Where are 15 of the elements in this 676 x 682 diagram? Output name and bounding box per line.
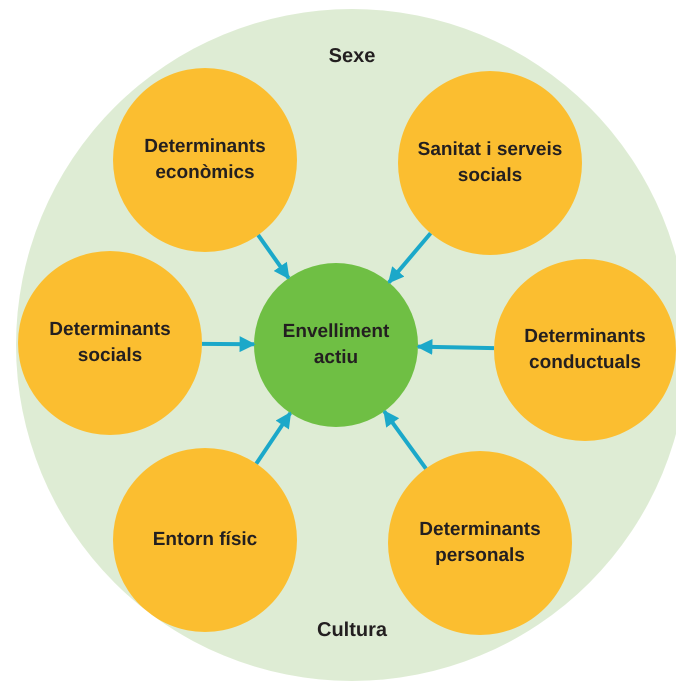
- context-label: Sexe: [328, 44, 376, 69]
- arrow: [254, 412, 292, 465]
- circle-label: Entorn físic: [152, 528, 258, 552]
- arrow: [387, 232, 432, 284]
- arrow: [256, 234, 290, 280]
- arrow: [416, 338, 494, 355]
- arrow: [382, 410, 428, 470]
- circle-label: Determinants personals: [418, 518, 542, 568]
- arrow: [202, 336, 256, 352]
- circle-label: Determinants socials: [48, 318, 172, 368]
- context-label: Cultura: [316, 618, 388, 643]
- circle-label: Envelliment actiu: [282, 320, 390, 370]
- circle-label: Determinants conductuals: [523, 325, 647, 375]
- circle-label: Determinants econòmics: [143, 135, 267, 185]
- circle-label: Sanitat i serveis socials: [416, 138, 564, 188]
